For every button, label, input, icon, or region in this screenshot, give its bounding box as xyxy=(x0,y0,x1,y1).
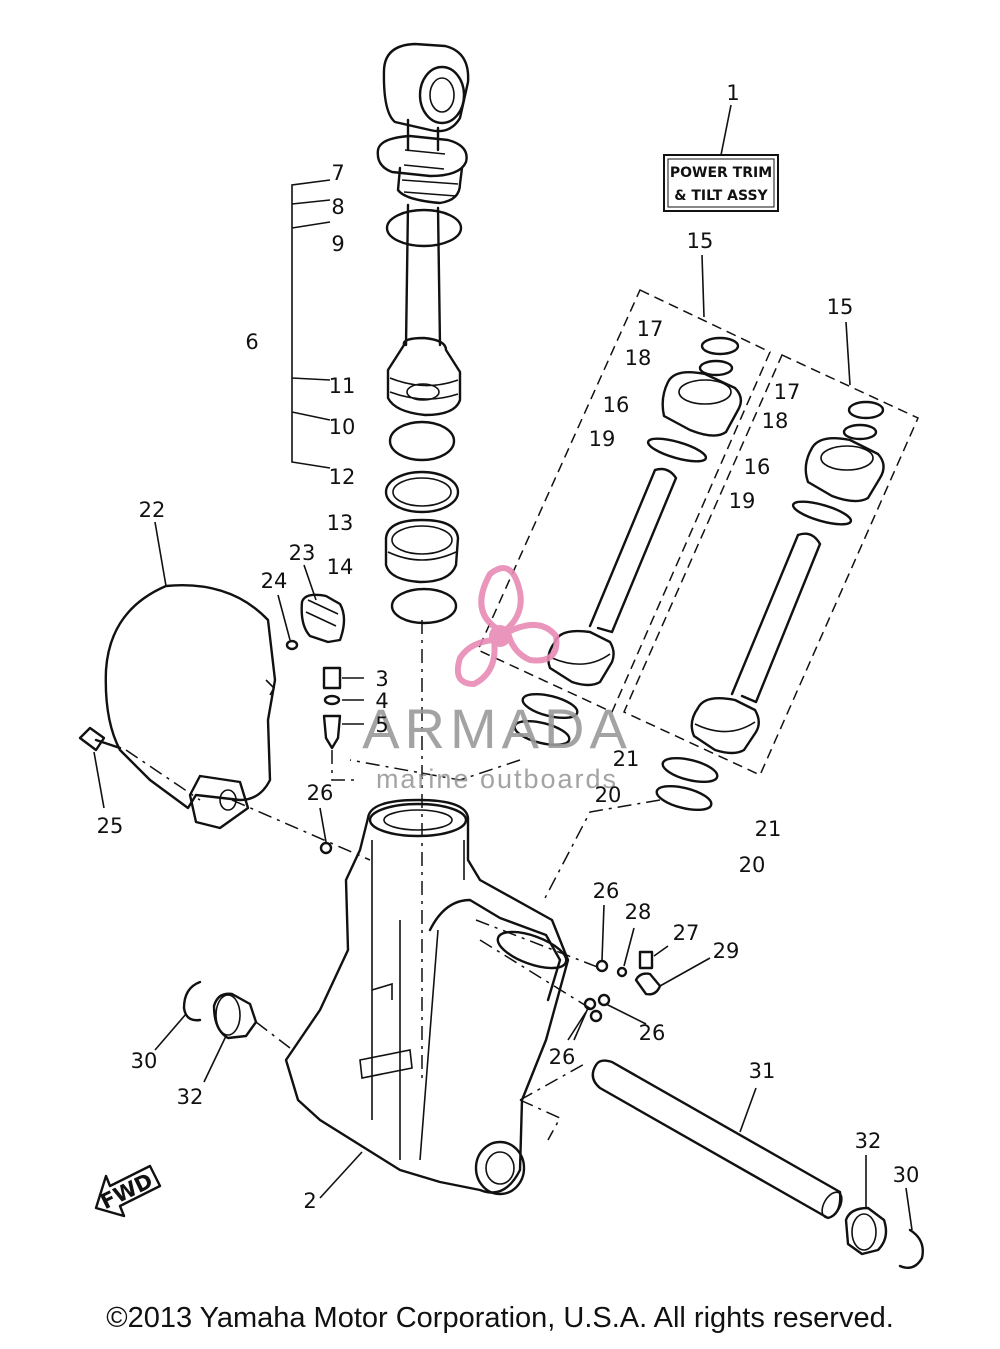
callout-14: 14 xyxy=(327,555,354,579)
roller-23 xyxy=(300,564,346,644)
propeller-logo-icon xyxy=(454,565,560,688)
callout-20-left: 20 xyxy=(595,783,622,807)
callout-27: 27 xyxy=(673,921,700,945)
callout-18-left: 18 xyxy=(625,346,652,370)
watermark: ARMADA marine outboards xyxy=(362,565,632,794)
copyright-footer: ©2013 Yamaha Motor Corporation, U.S.A. A… xyxy=(106,1302,894,1334)
valve-parts xyxy=(322,666,364,781)
callout-5: 5 xyxy=(375,713,388,737)
callout-numbers: 1 2 3 4 5 6 7 8 9 10 11 12 13 14 15 15 1… xyxy=(97,81,920,1213)
callout-22: 22 xyxy=(139,498,166,522)
callout-8: 8 xyxy=(331,195,344,219)
pin-24 xyxy=(285,639,299,651)
cover-22 xyxy=(104,521,277,830)
callout-32-right: 32 xyxy=(855,1129,882,1153)
callout-17-left: 17 xyxy=(637,317,664,341)
callout-29: 29 xyxy=(713,939,740,963)
callout-7: 7 xyxy=(331,161,344,185)
watermark-tagline: marine outboards xyxy=(376,764,618,794)
callout-31: 31 xyxy=(749,1059,776,1083)
callout-19-left: 19 xyxy=(589,427,616,451)
manifold-body xyxy=(284,798,570,1199)
callout-15-left: 15 xyxy=(687,229,714,253)
shaft-31 xyxy=(519,1059,843,1220)
assembly-label-box: POWER TRIM & TILT ASSY xyxy=(663,104,779,212)
small-rings-26 xyxy=(319,807,647,1041)
callout-23: 23 xyxy=(289,541,316,565)
callout-9: 9 xyxy=(331,232,344,256)
callout-21-right: 21 xyxy=(755,817,782,841)
callout-16-right: 16 xyxy=(744,455,771,479)
callout-26-top: 26 xyxy=(307,781,334,805)
watermark-brand: ARMADA xyxy=(362,697,632,760)
callout-24: 24 xyxy=(261,569,288,593)
callout-1: 1 xyxy=(726,81,739,105)
right-bushing-circlip xyxy=(844,1155,924,1269)
forward-arrow: FWD xyxy=(94,1164,162,1218)
left-bushing-circlip xyxy=(154,980,291,1083)
callout-32-left: 32 xyxy=(177,1085,204,1109)
label-box-line1: POWER TRIM xyxy=(670,165,772,181)
callout-12: 12 xyxy=(329,465,356,489)
callout-26-lower-right: 26 xyxy=(639,1021,666,1045)
callout-19-right: 19 xyxy=(729,489,756,513)
callout-18-right: 18 xyxy=(762,409,789,433)
callout-30-left: 30 xyxy=(131,1049,158,1073)
callout-15-right: 15 xyxy=(827,295,854,319)
callout-30-right: 30 xyxy=(893,1163,920,1187)
callout-17-right: 17 xyxy=(774,380,801,404)
bolt-25 xyxy=(78,726,371,861)
callout-4: 4 xyxy=(375,689,388,713)
callout-28: 28 xyxy=(625,900,652,924)
callout-2: 2 xyxy=(303,1189,316,1213)
callout-25: 25 xyxy=(97,814,124,838)
callout-13: 13 xyxy=(327,511,354,535)
callout-16-left: 16 xyxy=(603,393,630,417)
label-box-line2: & TILT ASSY xyxy=(674,188,768,204)
callout-6: 6 xyxy=(245,330,258,354)
callout-20-right: 20 xyxy=(739,853,766,877)
callout-26-lower-left: 26 xyxy=(549,1045,576,1069)
trim-cylinder-left xyxy=(477,254,771,747)
callout-11: 11 xyxy=(329,374,356,398)
pin-27-29 xyxy=(634,945,711,996)
callout-21-left: 21 xyxy=(613,747,640,771)
trim-cylinder-right xyxy=(623,321,919,812)
callout-10: 10 xyxy=(329,415,356,439)
callout-26-right: 26 xyxy=(593,879,620,903)
tilt-cylinder-rod-assembly xyxy=(376,42,470,1080)
callout-3: 3 xyxy=(375,667,388,691)
